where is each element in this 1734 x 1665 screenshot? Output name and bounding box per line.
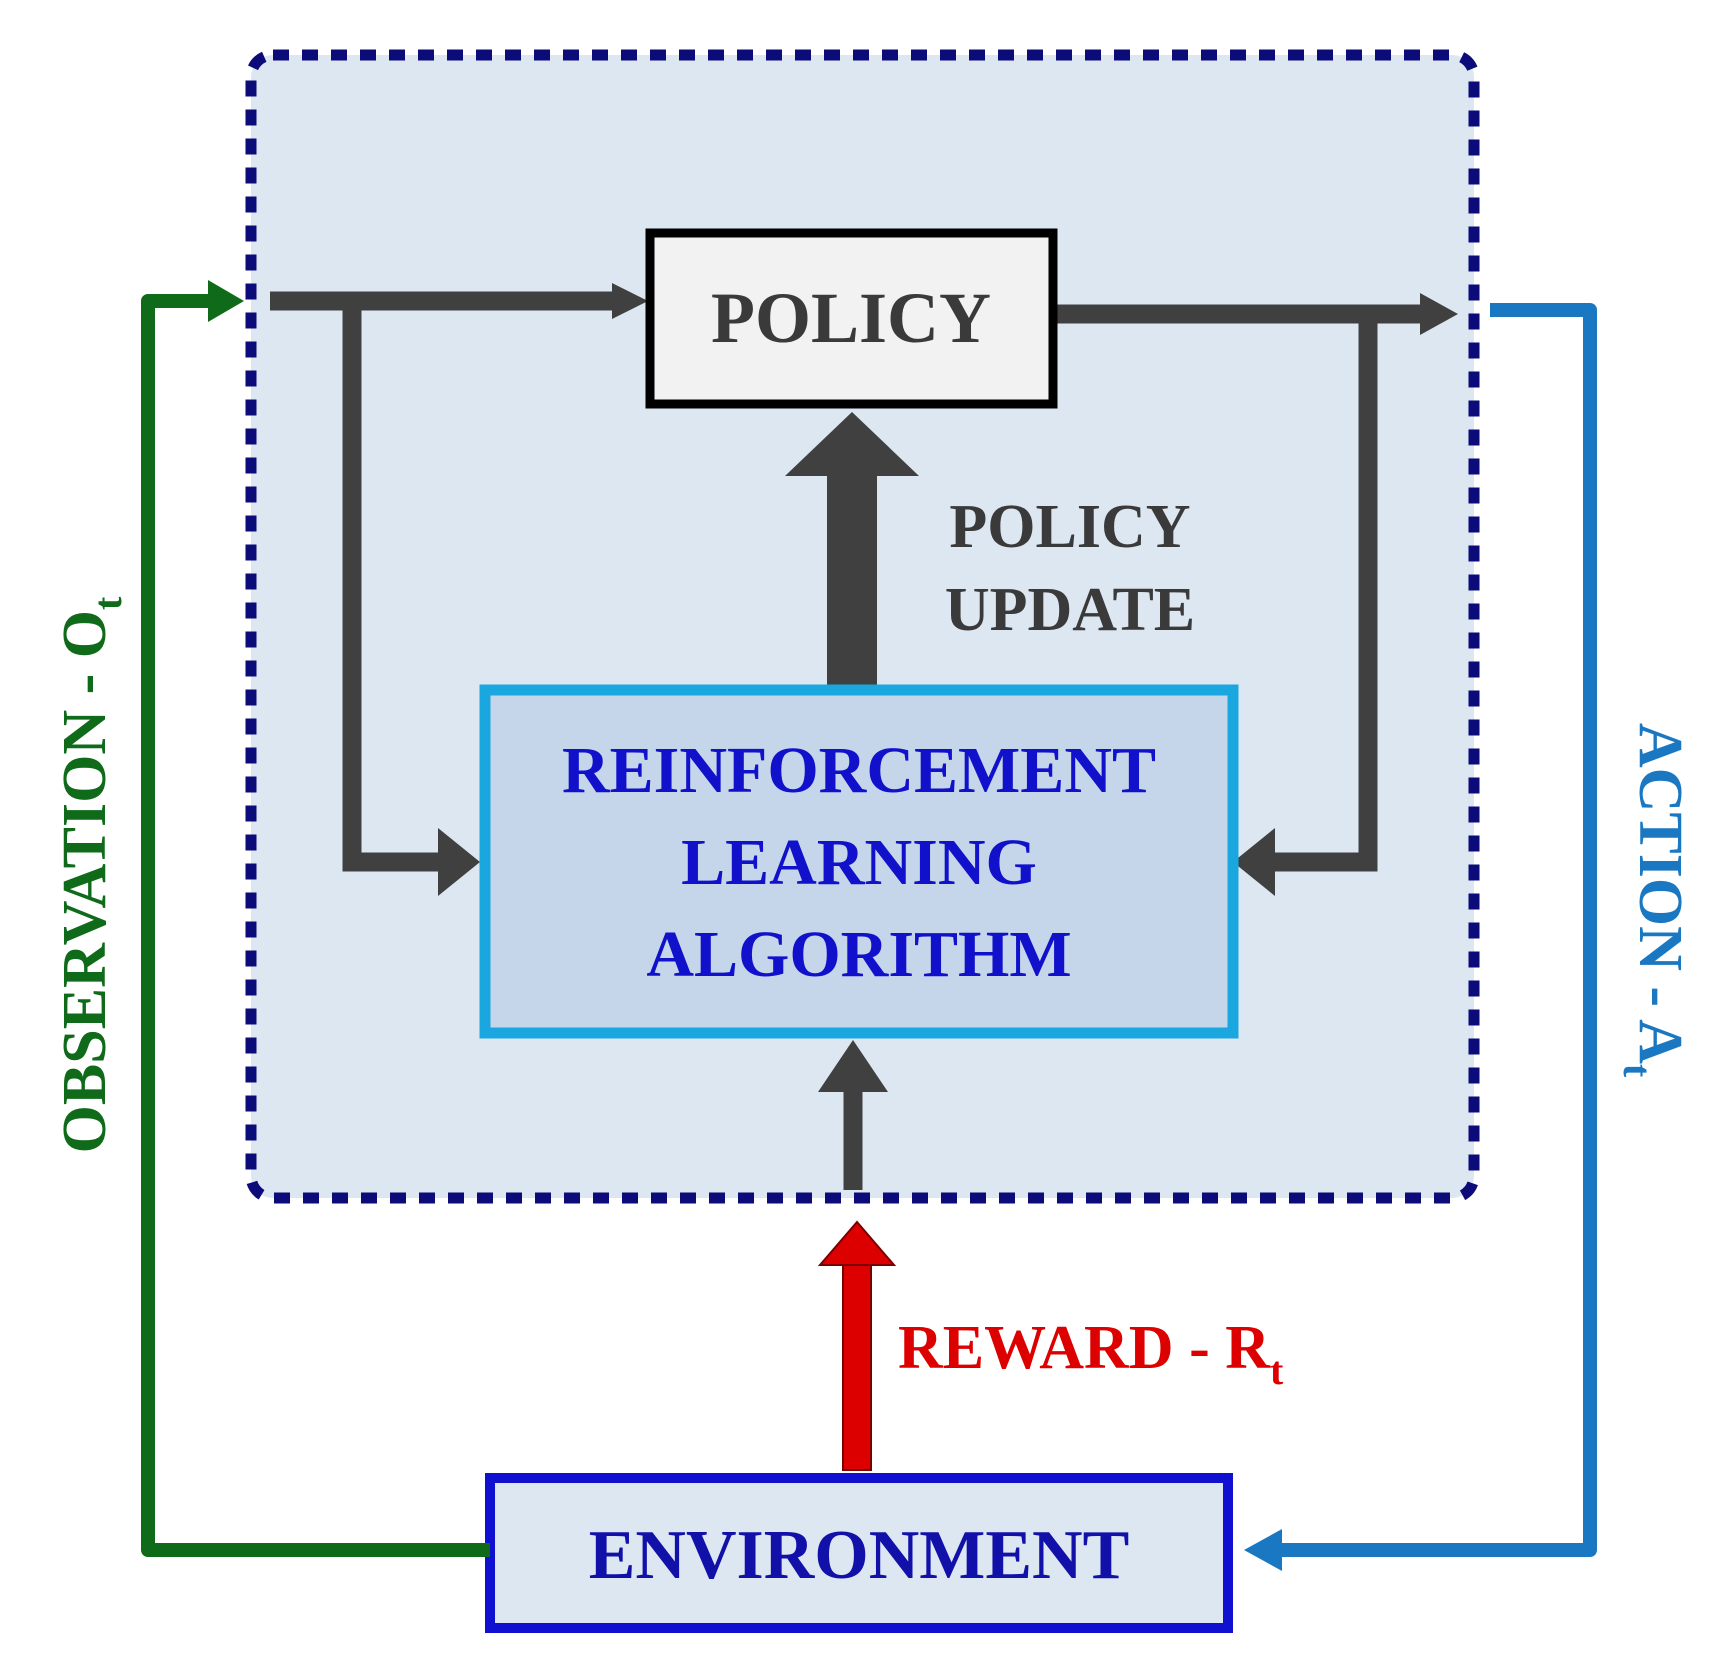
policy-input-arrowhead bbox=[612, 283, 648, 319]
rl-bottom-input-arrowhead bbox=[818, 1040, 888, 1092]
policy-update-label-line-1: POLICY bbox=[949, 493, 1190, 561]
observation-arrowhead bbox=[208, 280, 244, 322]
rl-right-input-arrowhead bbox=[1233, 828, 1275, 896]
observation-path bbox=[141, 294, 490, 1557]
action-path bbox=[1275, 303, 1597, 1557]
environment-block-label: ENVIRONMENT bbox=[589, 1517, 1130, 1594]
policy-update-label-line-2: UPDATE bbox=[945, 576, 1195, 644]
rl-left-input-arrowhead bbox=[438, 828, 480, 896]
action-arrowhead bbox=[1244, 1529, 1282, 1571]
rl-block-line-2: LEARNING bbox=[681, 826, 1037, 899]
policy-block[interactable]: POLICY bbox=[645, 228, 1058, 409]
action-branch-to-rl-line bbox=[1275, 314, 1378, 872]
environment-block[interactable]: ENVIRONMENT bbox=[485, 1473, 1233, 1633]
action-output-arrowhead bbox=[1420, 293, 1458, 335]
rl-algorithm-block[interactable]: REINFORCEMENT LEARNING ALGORITHM bbox=[479, 684, 1239, 1039]
policy-block-label: POLICY bbox=[711, 278, 991, 358]
rl-block-line-3: ALGORITHM bbox=[646, 918, 1071, 991]
internal-connectors bbox=[270, 291, 1420, 1190]
observation-label: OBSERVATION - Ot bbox=[51, 596, 130, 1153]
action-subscript: t bbox=[1615, 1064, 1660, 1078]
rl-block-line-1: REINFORCEMENT bbox=[562, 734, 1156, 807]
observation-subscript: t bbox=[85, 596, 130, 610]
reward-arrow bbox=[817, 1220, 897, 1471]
policy-update-arrow bbox=[785, 412, 919, 690]
reward-label: REWARD - Rt bbox=[898, 1314, 1284, 1393]
observation-branch-to-rl-line bbox=[342, 301, 438, 872]
action-label: ACTION - At bbox=[1615, 723, 1694, 1078]
reward-subscript: t bbox=[1270, 1348, 1284, 1393]
